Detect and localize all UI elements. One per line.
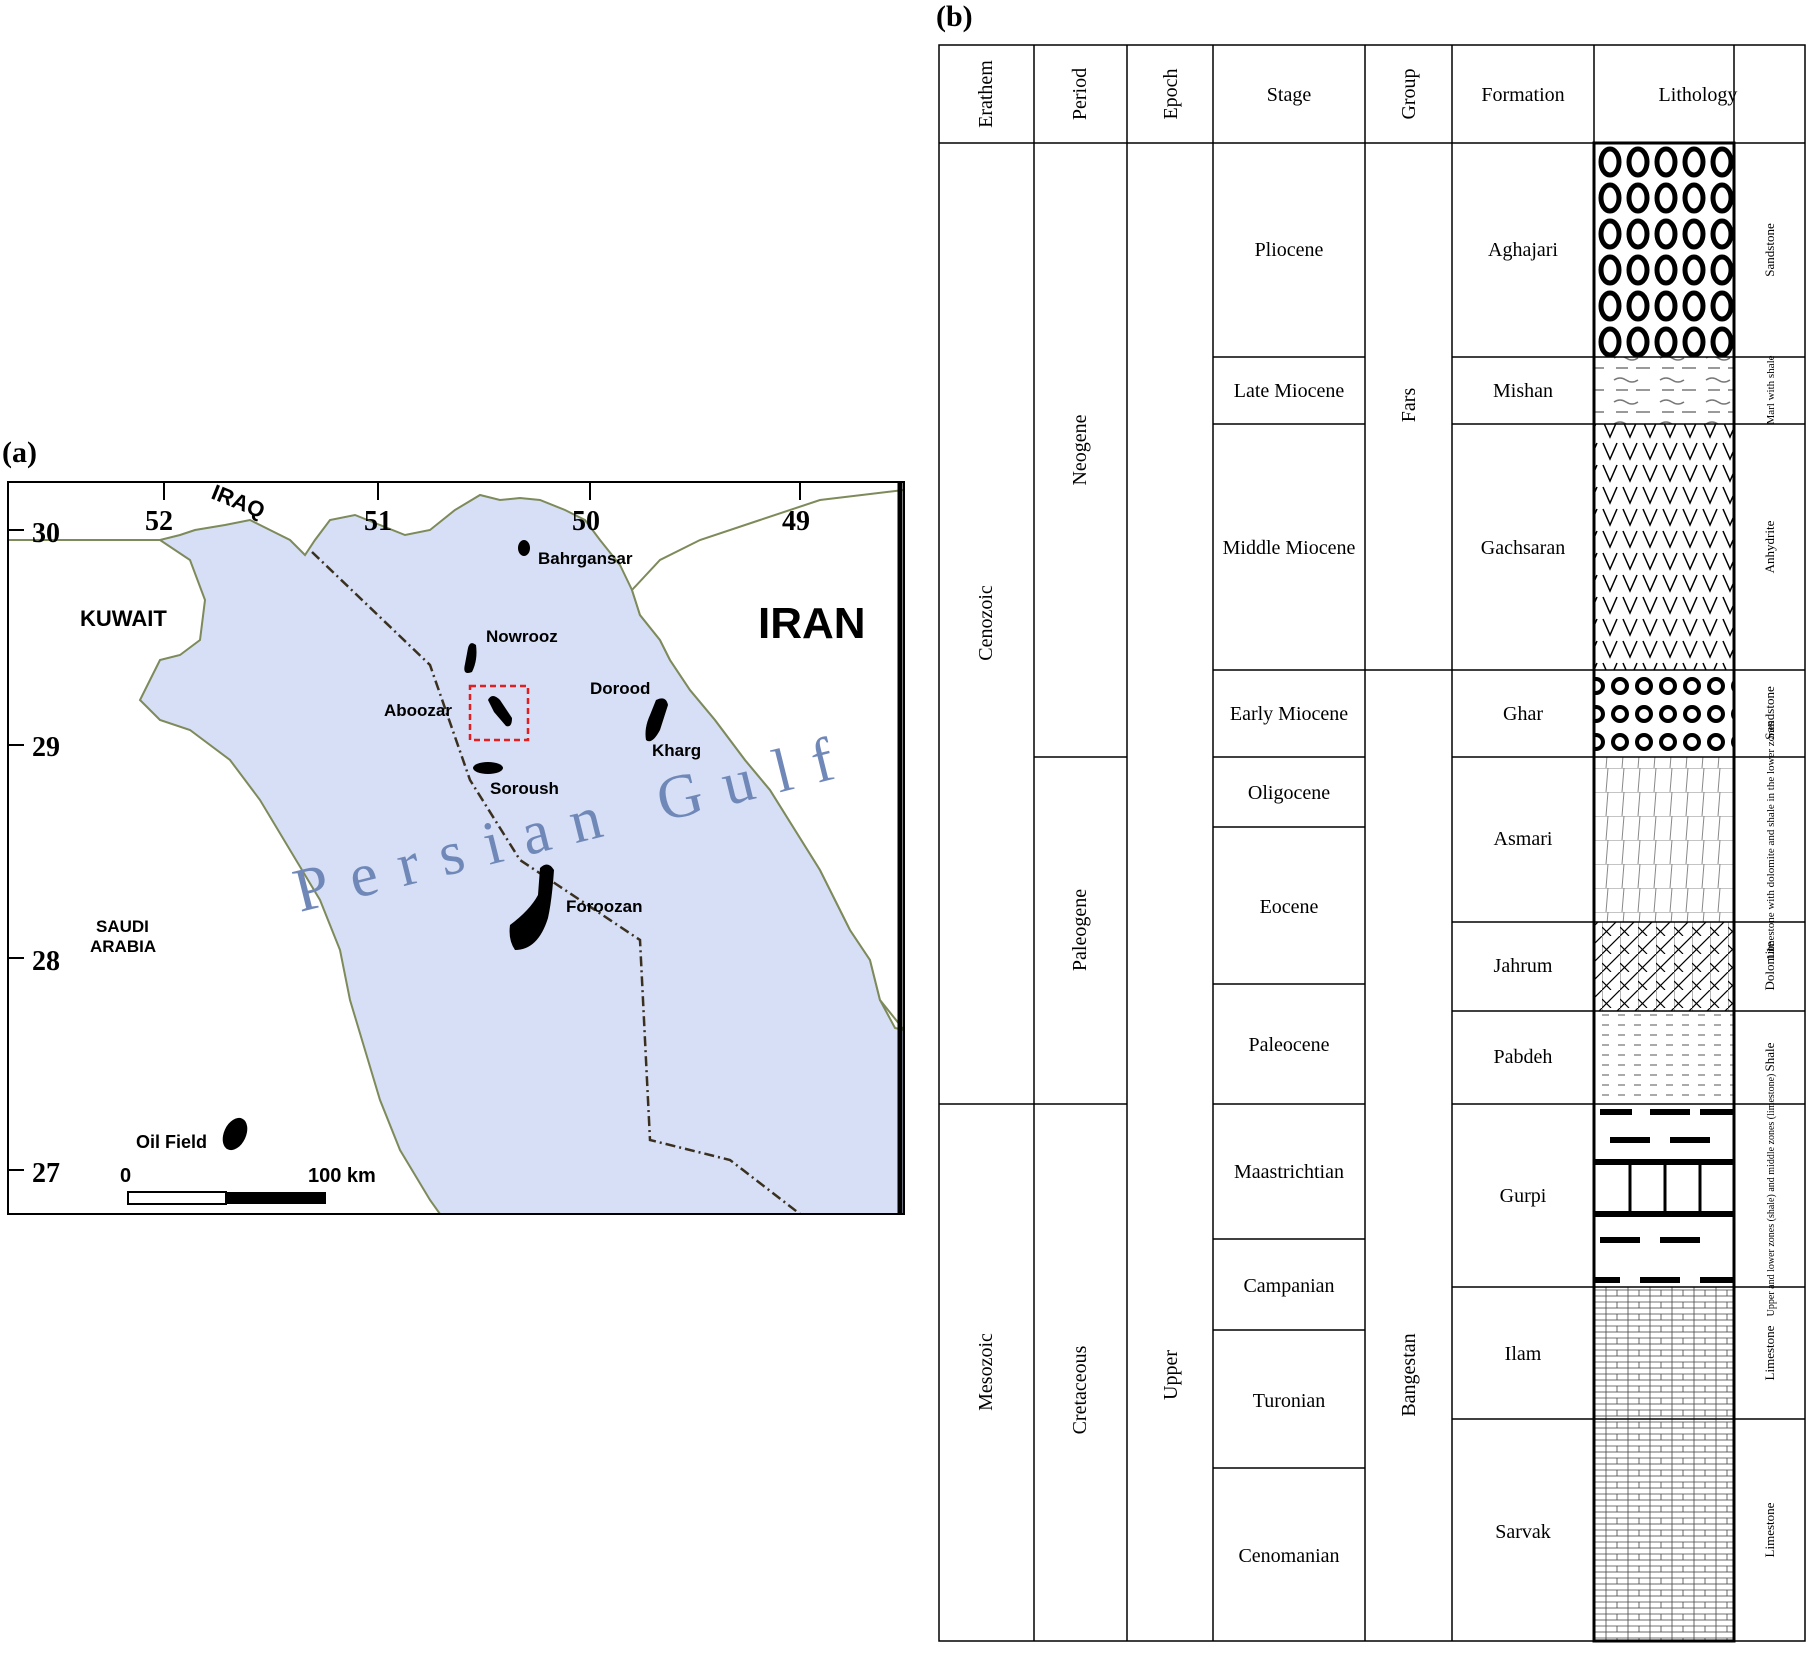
oil-field-legend-swatch [222, 1117, 248, 1151]
scale-max: 100 km [308, 1165, 376, 1187]
formation-pabdeh: Pabdeh [1494, 1046, 1553, 1068]
formation-ghar: Ghar [1503, 703, 1543, 725]
formation-gurpi: Gurpi [1500, 1185, 1547, 1207]
formation-sarvak: Sarvak [1495, 1521, 1551, 1543]
country-kuwait: KUWAIT [80, 606, 167, 631]
header-formation: Formation [1481, 84, 1564, 106]
lith-aghajari [1594, 143, 1734, 357]
erathem-mesozoic: Mesozoic [975, 1333, 997, 1411]
lat-tick-29: 29 [32, 732, 60, 763]
lith-label-aghajari: Sandstone [1762, 223, 1777, 277]
land-east [630, 488, 904, 1032]
group-fars: Fars [1398, 388, 1420, 423]
header-period: Period [1069, 68, 1091, 120]
header-lithology: Lithology [1659, 84, 1738, 106]
oil-field-dorood-kharg [645, 698, 668, 742]
lith-label-asmari: Limestone with dolomite and shale in the… [1765, 721, 1777, 959]
formation-mishan: Mishan [1493, 380, 1553, 402]
lat-tick-30: 30 [32, 518, 60, 549]
oil-field-foroozan [509, 864, 554, 950]
scale-zero: 0 [120, 1165, 131, 1187]
lon-tick-52: 52 [145, 506, 173, 537]
field-label-dorood: Dorood [590, 679, 650, 698]
lith-ilam [1594, 1287, 1734, 1419]
stage-late-miocene: Late Miocene [1234, 380, 1345, 402]
oil-field-aboozar [488, 696, 512, 727]
formation-aghajari: Aghajari [1488, 239, 1558, 261]
formation-ilam: Ilam [1505, 1343, 1542, 1365]
lith-label-jahrum: Dolomite [1762, 941, 1777, 990]
panel-label-b: (b) [936, 0, 973, 33]
study-area-box [468, 684, 530, 742]
lith-gurpi [1594, 1104, 1734, 1287]
median-boundary [311, 551, 801, 1214]
lith-label-sarvak: Limestone [1762, 1502, 1777, 1557]
field-label-aboozar: Aboozar [384, 701, 452, 720]
lith-mishan [1594, 357, 1734, 424]
lith-pabdeh [1594, 1011, 1734, 1104]
group-bangestan: Bangestan [1398, 1333, 1420, 1416]
lon-tick-50: 50 [572, 506, 600, 537]
formation-asmari: Asmari [1494, 828, 1553, 850]
legend-oil-field: Oil Field [136, 1132, 207, 1152]
stage-eocene: Eocene [1260, 896, 1319, 918]
header-stage: Stage [1267, 84, 1312, 106]
lith-label-gachsaran: Anhydrite [1762, 520, 1777, 573]
period-cretaceous: Cretaceous [1069, 1345, 1091, 1434]
lith-asmari [1594, 757, 1734, 922]
field-label-bahrgansar: Bahrgansar [538, 549, 633, 568]
header-group: Group [1398, 68, 1420, 119]
scale-bar-black [226, 1192, 326, 1204]
country-iran: IRAN [758, 599, 866, 648]
map-frame [7, 481, 905, 1215]
period-paleogene: Paleogene [1069, 889, 1091, 971]
lith-label-pabdeh: Shale [1762, 1042, 1777, 1071]
land-west [8, 539, 442, 1214]
stage-campanian: Campanian [1243, 1275, 1334, 1297]
field-label-foroozan: Foroozan [566, 897, 643, 916]
header-erathem: Erathem [975, 60, 997, 128]
lith-gachsaran [1594, 424, 1734, 670]
lith-sarvak [1594, 1419, 1734, 1641]
country-saudi-2: ARABIA [90, 937, 156, 956]
formation-jahrum: Jahrum [1494, 955, 1553, 977]
erathem-cenozoic: Cenozoic [975, 585, 997, 661]
panel-label-a: (a) [2, 436, 37, 469]
table-grid [938, 44, 1806, 1642]
stage-early-miocene: Early Miocene [1230, 703, 1348, 725]
lat-tick-27: 27 [32, 1158, 60, 1189]
field-label-soroush: Soroush [490, 779, 559, 798]
country-saudi-1: SAUDI [96, 917, 149, 936]
stage-maastrichtian: Maastrichtian [1234, 1161, 1344, 1183]
lat-tick-28: 28 [32, 946, 60, 977]
period-neogene: Neogene [1069, 414, 1091, 485]
lith-label-ghar: Sandstone [1762, 686, 1777, 740]
oil-field-soroush [473, 762, 503, 774]
lith-label-ilam: Limestone [1762, 1325, 1777, 1380]
epoch-upper: Upper [1160, 1350, 1182, 1400]
lith-ghar [1594, 670, 1734, 757]
stage-turonian: Turonian [1253, 1390, 1326, 1412]
stage-middle-miocene: Middle Miocene [1223, 537, 1356, 559]
lon-tick-marks [8, 482, 801, 1171]
lith-jahrum [1594, 922, 1734, 1011]
field-label-kharg: Kharg [652, 741, 701, 760]
lith-label-gurpi: Upper and lower zones (shale) and middle… [1766, 1074, 1777, 1317]
formation-gachsaran: Gachsaran [1481, 537, 1565, 559]
stage-cenomanian: Cenomanian [1238, 1545, 1339, 1567]
oil-field-nowrooz [464, 643, 477, 673]
stage-oligocene: Oligocene [1248, 782, 1330, 804]
lon-tick-51: 51 [364, 506, 392, 537]
header-epoch: Epoch [1160, 68, 1182, 119]
lith-label-mishan: Marl with shale [1765, 355, 1777, 424]
map-body [8, 482, 904, 1214]
stage-pliocene: Pliocene [1255, 239, 1324, 261]
field-label-nowrooz: Nowrooz [486, 627, 558, 646]
stage-paleocene: Paleocene [1248, 1034, 1329, 1056]
oil-field-bahrgansar [518, 540, 530, 556]
lon-tick-49: 49 [782, 506, 810, 537]
